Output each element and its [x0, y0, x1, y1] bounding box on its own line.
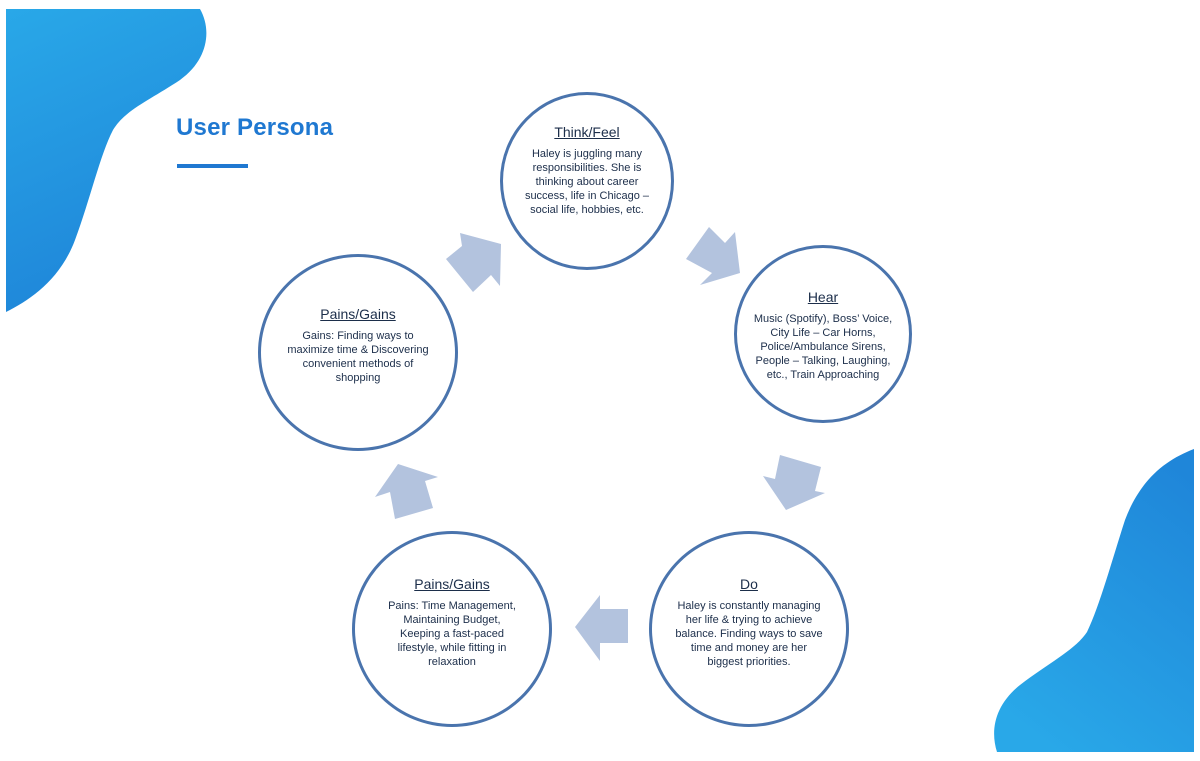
- cycle-node-pains: Pains/Gains Pains: Time Management, Main…: [352, 531, 552, 727]
- page-title: User Persona: [176, 114, 334, 141]
- node-body: Music (Spotify), Boss’ Voice, City Life …: [753, 313, 893, 381]
- title-underline: [177, 164, 248, 168]
- node-body: Gains: Finding ways to maximize time & D…: [287, 330, 429, 384]
- cycle-node-do: Do Haley is constantly managing her life…: [649, 531, 849, 727]
- node-body: Pains: Time Management, Maintaining Budg…: [388, 600, 516, 668]
- node-heading: Pains/Gains: [320, 306, 396, 322]
- node-heading: Think/Feel: [554, 124, 620, 140]
- cycle-node-think-feel: Think/Feel Haley is juggling many respon…: [500, 92, 674, 270]
- node-body: Haley is constantly managing her life & …: [675, 600, 823, 668]
- bottom-right-blob: [994, 449, 1194, 752]
- top-left-blob: [6, 9, 207, 312]
- cycle-node-hear: Hear Music (Spotify), Boss’ Voice, City …: [734, 245, 912, 423]
- node-body: Haley is juggling many responsibilities.…: [524, 148, 650, 216]
- cycle-node-gains: Pains/Gains Gains: Finding ways to maxim…: [258, 254, 458, 451]
- node-heading: Pains/Gains: [414, 576, 490, 592]
- node-heading: Hear: [807, 289, 839, 305]
- node-heading: Do: [740, 576, 758, 592]
